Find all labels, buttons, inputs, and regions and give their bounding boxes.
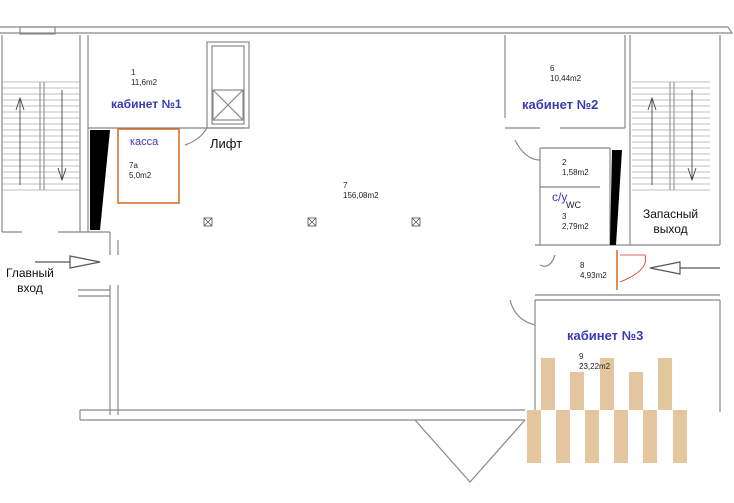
- kassa-name: касса: [130, 136, 159, 148]
- label-line: вход: [17, 281, 43, 295]
- room-area: 2,79m2: [562, 222, 589, 231]
- room-number: 7a: [129, 161, 138, 170]
- room-number: 7: [343, 181, 348, 190]
- wc-label: WC: [566, 200, 581, 210]
- label-line: выход: [653, 222, 688, 236]
- room-6-name: кабинет №2: [522, 97, 599, 112]
- room-number: 9: [579, 352, 584, 361]
- room-number: 6: [550, 64, 555, 73]
- room-area: 4,93m2: [580, 271, 607, 280]
- lift-shaft: [206, 41, 250, 129]
- entrance-arrow: [35, 255, 101, 269]
- room-number: 8: [580, 261, 585, 270]
- room-area: 10,44m2: [550, 74, 582, 83]
- exit-arrow: [649, 261, 720, 275]
- room-area: 1,58m2: [562, 168, 589, 177]
- ceiling-fixtures: [203, 217, 421, 227]
- room-number: 2: [562, 158, 567, 167]
- left-stair: [2, 81, 80, 191]
- kassa-room: [117, 128, 180, 204]
- room-area: 23,22m2: [579, 362, 611, 371]
- bottom-wall: [79, 409, 525, 421]
- lift-label: Лифт: [210, 136, 243, 151]
- label-line: Главный: [6, 266, 54, 280]
- room-area: 5,0m2: [129, 171, 152, 180]
- room-area: 156,08m2: [343, 191, 379, 200]
- decor-bars: [527, 358, 687, 463]
- room-area: 11,6m2: [131, 78, 158, 87]
- bottom-triangle: [414, 419, 526, 483]
- room-1-name: кабинет №1: [111, 97, 182, 111]
- left-stair-walls: [1, 35, 89, 232]
- label-line: Запасный: [643, 207, 699, 221]
- room-number: 1: [131, 68, 136, 77]
- top-wall: [0, 26, 734, 34]
- room-number: 3: [562, 212, 567, 221]
- room-9-name: кабинет №3: [567, 328, 644, 343]
- wc-name: с/у: [552, 190, 568, 204]
- right-stair: [632, 81, 710, 191]
